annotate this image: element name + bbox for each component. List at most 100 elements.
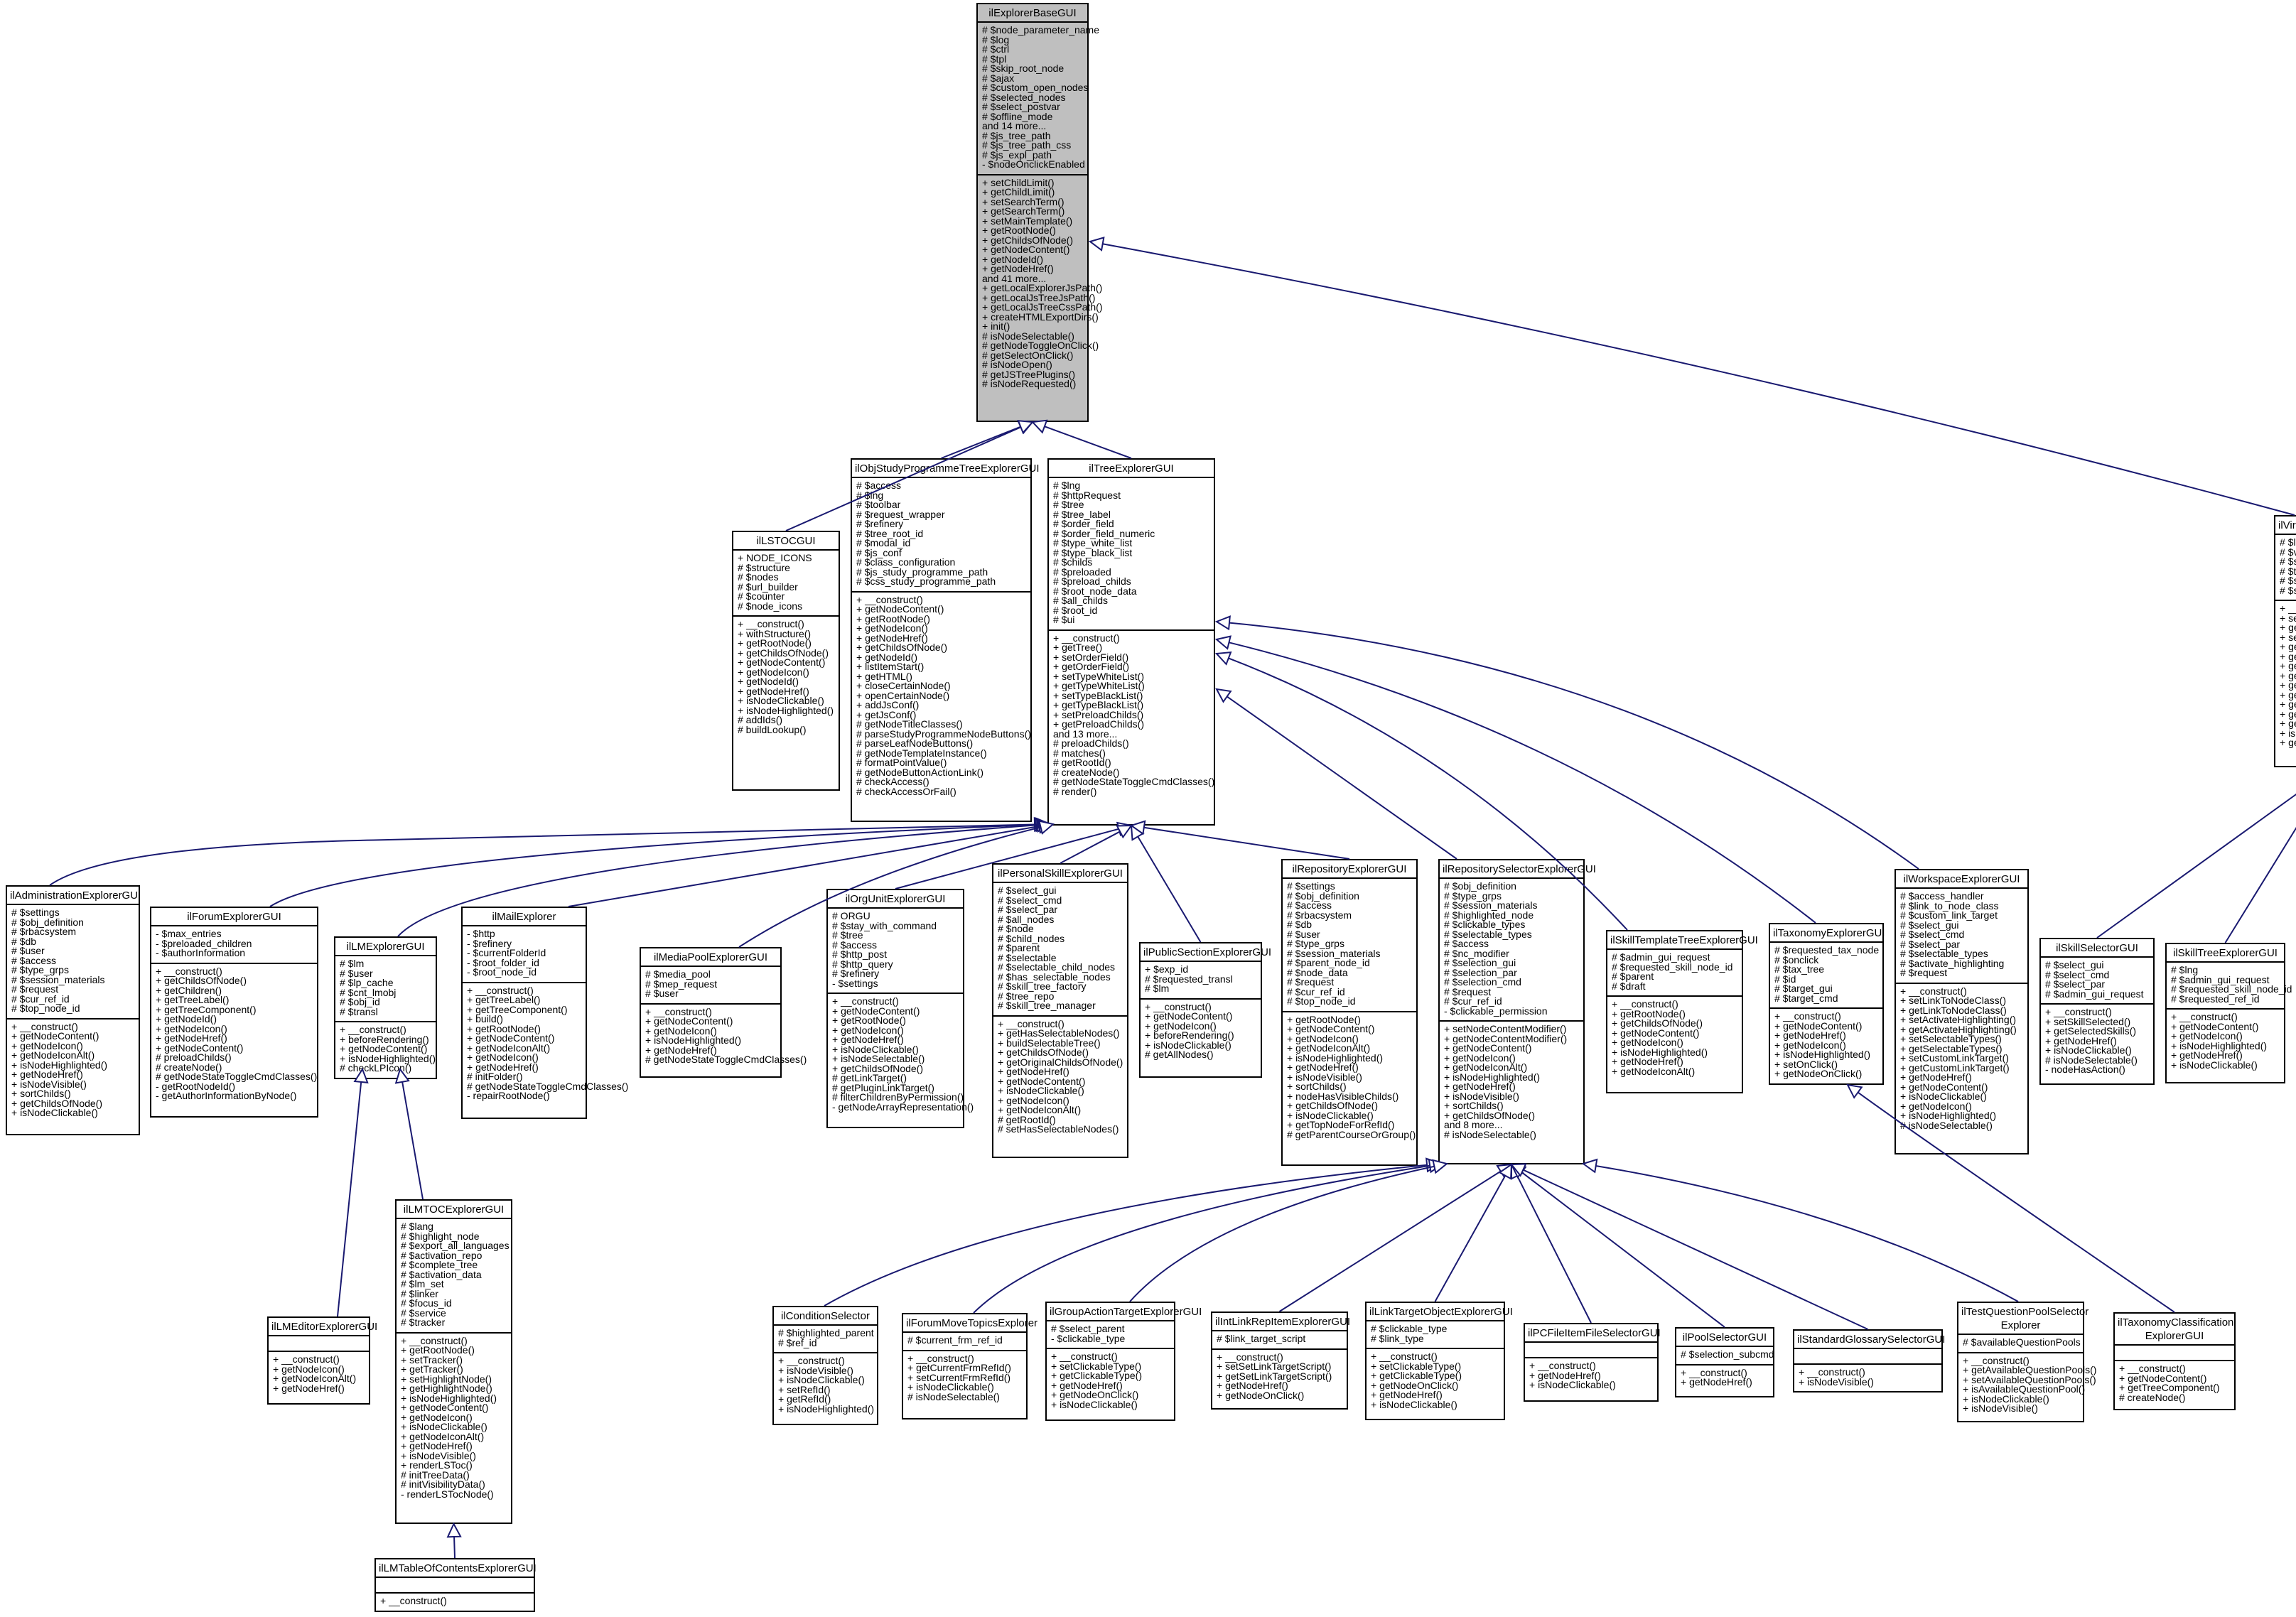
attribute: # $highlight_node: [401, 1230, 480, 1242]
operation: # getNodeTitleClasses(): [856, 718, 963, 730]
operation: + getShowDraftNodes(): [2280, 622, 2296, 633]
class-box-il-taxonomy-explorer-gui[interactable]: ilTaxonomyExplorerGUI# $requested_tax_no…: [1769, 923, 1885, 1085]
attribute: # $type_black_list: [1053, 546, 1133, 558]
class-box-il-skill-template-tree-explorer-gui[interactable]: ilSkillTemplateTreeExplorerGUI# $admin_g…: [1606, 930, 1758, 1093]
operation: and 41 more...: [982, 272, 1047, 284]
class-box-il-tree-explorer-gui[interactable]: ilTreeExplorerGUI# $lng# $httpRequest# $…: [1047, 458, 1215, 826]
operations-section: + __construct()+ beforeRendering()+ getN…: [335, 1022, 436, 1078]
attribute: # $parent_node_id: [1287, 957, 1370, 968]
attribute: # $node_parameter_name: [982, 24, 1100, 36]
operation: + getNodeIconAlt(): [273, 1373, 357, 1384]
class-box-il-org-unit-explorer-gui[interactable]: ilOrgUnitExplorerGUI# ORGU# $stay_with_c…: [826, 889, 974, 1128]
class-box-il-obj-study-programme-tree-explorer-gui[interactable]: ilObjStudyProgrammeTreeExplorerGUI# $acc…: [851, 458, 1040, 822]
inheritance-edge-il-lmtable-of-contents-explorer-gui: [453, 1536, 456, 1559]
operation: + __construct(): [380, 1595, 447, 1606]
class-box-il-lmtable-of-contents-explorer-gui[interactable]: ilLMTableOfContentsExplorerGUI+ __constr…: [374, 1558, 537, 1612]
operation: + getNodeHref(): [1900, 1071, 1972, 1083]
class-box-il-link-target-object-explorer-gui[interactable]: ilLinkTargetObjectExplorerGUI# $clickabl…: [1365, 1302, 1513, 1420]
class-box-il-forum-move-topics-explorer[interactable]: ilForumMoveTopicsExplorer# $current_frm_…: [902, 1313, 1037, 1419]
operation: + __construct(): [856, 593, 923, 605]
attribute: # $request: [1900, 967, 1948, 978]
class-box-il-explorer-base-gui[interactable]: ilExplorerBaseGUI# $node_parameter_name#…: [976, 3, 1103, 422]
attribute: # $cur_ref_id: [11, 993, 70, 1005]
operation: + isNodeVisible(): [1287, 1071, 1362, 1083]
operation: + getNodeIconAlt(): [11, 1049, 95, 1061]
inheritance-arrowhead-icon: [1033, 816, 1050, 833]
operation: + getNodeOnClick(): [1774, 1068, 1863, 1079]
class-box-il-mail-explorer[interactable]: ilMailExplorer- $http- $refinery- $curre…: [461, 907, 628, 1119]
attribute: # $focus_id: [401, 1297, 452, 1309]
attribute: # $modal_id: [856, 537, 911, 548]
attributes-section: # $settings# $obj_definition# $access# $…: [1283, 879, 1416, 1012]
operation: + isNodeVisible(): [1963, 1402, 2038, 1414]
class-box-il-personal-skill-explorer-gui[interactable]: ilPersonalSkillExplorerGUI# $select_gui#…: [992, 863, 1128, 1158]
attributes-section: [2115, 1346, 2234, 1361]
attributes-section: [376, 1578, 534, 1594]
operations-section: + __construct()+ getNodeContent()+ getNo…: [641, 1005, 807, 1077]
operation: # isNodeOpen(): [982, 359, 1052, 370]
attribute: # $select_gui: [1900, 919, 1959, 931]
class-box-il-int-link-rep-item-explorer-gui[interactable]: ilIntLinkRepItemExplorerGUI# $link_targe…: [1211, 1312, 1350, 1410]
class-box-il-lstocgui[interactable]: ilLSTOCGUI+ NODE_ICONS# $structure# $nod…: [732, 531, 840, 791]
class-box-il-skill-selector-gui[interactable]: ilSkillSelectorGUI# $select_gui# $select…: [2039, 938, 2155, 1085]
class-box-il-condition-selector[interactable]: ilConditionSelector# $highlighted_parent…: [772, 1306, 878, 1425]
operation: # initVisibilityData(): [401, 1478, 485, 1490]
operation: # getLinkTarget(): [832, 1072, 907, 1083]
class-box-il-media-pool-explorer-gui[interactable]: ilMediaPoolExplorerGUI# $media_pool# $me…: [640, 947, 807, 1078]
operation: + __construct(): [11, 1020, 78, 1032]
attribute: # $ref_id: [778, 1336, 817, 1348]
operation: + getNodeContent(): [738, 656, 826, 668]
class-box-il-repository-explorer-gui[interactable]: ilRepositoryExplorerGUI# $settings# $obj…: [1281, 859, 1418, 1166]
operation: # parseLeafNodeButtons(): [856, 737, 974, 749]
class-box-il-lmexplorer-gui[interactable]: ilLMExplorerGUI# $lm# $user# $lp_cache# …: [334, 936, 437, 1079]
attribute: - $refinery: [467, 937, 512, 949]
operation: + isNodeHighlighted(): [1444, 1071, 1541, 1083]
attribute: and 14 more...: [982, 120, 1047, 131]
operations-section: + __construct()+ getNodeContent()+ getNo…: [2167, 1010, 2284, 1082]
class-box-il-skill-tree-explorer-gui[interactable]: ilSkillTreeExplorerGUI# $lng# $admin_gui…: [2165, 943, 2292, 1083]
class-box-il-repository-selector-explorer-gui[interactable]: ilRepositorySelectorExplorerGUI# $obj_de…: [1438, 859, 1596, 1164]
operation: + __construct(): [2119, 1363, 2186, 1374]
operation: + getSearchTerm(): [982, 205, 1065, 217]
operation: # preloadChilds(): [156, 1051, 232, 1063]
operation: + getNodeHref(): [2045, 1034, 2117, 1047]
operation: # getJSTreePlugins(): [982, 368, 1075, 380]
class-box-il-workspace-explorer-gui[interactable]: ilWorkspaceExplorerGUI# $access_handler#…: [1895, 869, 2029, 1154]
class-box-il-group-action-target-explorer-gui[interactable]: ilGroupActionTargetExplorerGUI# $select_…: [1045, 1302, 1202, 1421]
attributes-section: - $http- $refinery- $currentFolderId- $r…: [463, 926, 586, 983]
operations-section: + __construct()+ getAvailableQuestionPoo…: [1958, 1353, 2096, 1422]
attribute: - $nodeOnclickEnabled: [982, 158, 1085, 170]
operation: + getChildsOfNode(): [11, 1097, 103, 1109]
class-box-il-administration-explorer-gui[interactable]: ilAdministrationExplorerGUI# $settings# …: [6, 885, 141, 1135]
class-box-il-pool-selector-gui[interactable]: ilPoolSelectorGUI# $selection_subcmd+ __…: [1675, 1327, 1774, 1397]
operation: + getNodeContent(): [832, 1005, 920, 1017]
operation: # getNodeButtonActionLink(): [856, 766, 983, 778]
attribute: # $url_builder: [738, 580, 798, 593]
operation: + closeCertainNode(): [856, 680, 951, 691]
operation: + getNodeContent(): [401, 1402, 489, 1413]
inheritance-arrowhead-icon: [446, 1522, 462, 1538]
class-box-il-forum-explorer-gui[interactable]: ilForumExplorerGUI- $max_entries- $prelo…: [150, 907, 318, 1118]
operation: + isNodeVisible(): [1444, 1090, 1519, 1102]
operation: # parseStudyProgrammeNodeButtons(): [856, 728, 1031, 740]
class-box-il-standard-glossary-selector-gui[interactable]: ilStandardGlossarySelectorGUI+ __constru…: [1793, 1329, 1945, 1392]
operation: - getAuthorInformationByNode(): [156, 1090, 297, 1101]
operation: + getNodeIcon(): [2171, 1030, 2243, 1042]
attribute: # $nodes: [738, 571, 779, 583]
operation: + getHighlightNode(): [401, 1383, 492, 1394]
operation: + __construct(): [1145, 1000, 1212, 1012]
operations-section: + __construct()+ setSkillSelected()+ get…: [2041, 1005, 2153, 1083]
class-box-il-public-section-explorer-gui[interactable]: ilPublicSectionExplorerGUI+ $exp_id# $re…: [1139, 942, 1271, 1078]
class-box-il-pcfile-item-file-selector-gui[interactable]: ilPCFileItemFileSelectorGUI+ __construct…: [1524, 1323, 1661, 1402]
attribute: # $admin_gui_request: [1612, 951, 1710, 963]
operation: + setHighlightNode(): [401, 1373, 492, 1385]
class-box-il-virtual-skill-tree-explorer-gui[interactable]: ilVirtualSkillTreeExplorerGUI# $lng# $vt…: [2274, 515, 2296, 767]
operation: + getNodeHref(): [11, 1069, 83, 1080]
class-box-il-test-question-pool-selector-explorer[interactable]: ilTestQuestionPoolSelector Explorer# $av…: [1957, 1302, 2096, 1422]
operation: # preloadChilds(): [1053, 737, 1129, 749]
operation: + getNodeIcon(): [1444, 1051, 1516, 1064]
class-box-il-lmtocexplorer-gui[interactable]: ilLMTOCExplorerGUI# $lang# $highlight_no…: [395, 1199, 512, 1524]
class-box-il-taxonomy-classification-explorer-gui[interactable]: ilTaxonomyClassification ExplorerGUI+ __…: [2113, 1312, 2236, 1410]
inheritance-arrowhead-icon: [1846, 1083, 1863, 1099]
class-box-il-lmeditor-explorer-gui[interactable]: ilLMEditorExplorerGUI+ __construct()+ ge…: [267, 1316, 377, 1405]
